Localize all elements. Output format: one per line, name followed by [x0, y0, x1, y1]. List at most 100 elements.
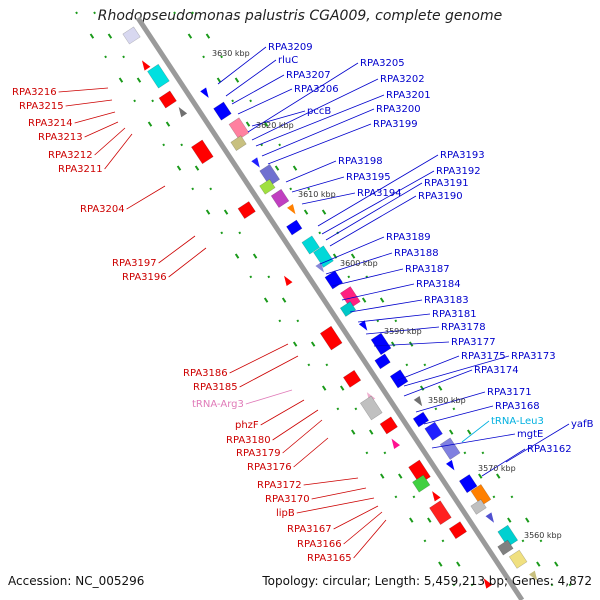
scale-tick	[423, 539, 427, 543]
gene-labels: RPA3216RPA3215RPA3214RPA3213RPA3212RPA32…	[12, 42, 594, 564]
scale-tick	[281, 297, 287, 303]
scale-tick	[176, 165, 182, 171]
accession-text: Accession: NC_005296	[8, 574, 145, 588]
scale-tick	[165, 121, 171, 127]
forward-gene	[319, 325, 343, 351]
leader-line	[291, 176, 345, 193]
forward-gene	[343, 369, 362, 388]
scale-tick	[307, 187, 311, 191]
reverse-gene-arrow	[446, 460, 455, 471]
scale-tick	[380, 473, 385, 479]
reverse-gene-arrow	[287, 203, 296, 215]
scale-tick	[274, 165, 280, 171]
reverse-gene	[370, 332, 392, 356]
leader-line	[74, 111, 116, 124]
scale-tick	[336, 407, 340, 411]
leader-line	[321, 170, 435, 235]
reverse-gene-label: tRNA-Leu3	[491, 416, 544, 427]
forward-gene-label: tRNA-Arg3	[192, 399, 244, 410]
leader-line	[225, 59, 277, 97]
leader-line	[505, 423, 570, 463]
scale-tick	[427, 517, 432, 523]
scale-tick	[507, 517, 512, 523]
scale-tick	[449, 429, 454, 435]
reverse-gene-label: RPA3193	[440, 150, 485, 161]
scale-tick	[398, 473, 403, 479]
scale-tick	[568, 583, 572, 587]
leader-line	[296, 497, 375, 514]
leader-line	[331, 268, 404, 287]
scale-tick	[350, 253, 356, 259]
reverse-gene-label: RPA3187	[405, 264, 450, 275]
kbp-label: 3580 kbp	[428, 396, 466, 405]
scale-tick	[278, 143, 282, 147]
reverse-gene	[339, 301, 357, 317]
leader-line	[229, 343, 289, 374]
forward-gene	[122, 26, 141, 45]
scale-tick	[318, 231, 322, 235]
scale-tick	[220, 55, 224, 59]
scale-tick	[223, 209, 229, 215]
reverse-gene-label: RPA3168	[495, 401, 540, 412]
forward-gene-label: RPA3180	[226, 435, 271, 446]
reverse-gene-label: RPA3205	[360, 58, 405, 69]
scale-tick	[423, 363, 427, 367]
scale-tick	[365, 451, 369, 455]
scale-tick	[351, 429, 356, 435]
forward-gene-label: RPA3166	[297, 539, 342, 550]
leader-line	[247, 62, 359, 133]
scale-tick	[118, 77, 124, 83]
scale-tick	[136, 77, 142, 83]
leader-line	[461, 420, 490, 443]
kbp-label: 3630 kbp	[212, 49, 250, 58]
forward-gene-label: RPA3186	[183, 368, 228, 379]
scale-tick	[278, 319, 282, 323]
reverse-gene-label: RPA3201	[386, 90, 431, 101]
scale-tick	[554, 561, 559, 567]
forward-gene-label: RPA3216	[12, 87, 57, 98]
leader-line	[260, 399, 305, 426]
reverse-gene-arrow	[251, 157, 260, 168]
forward-gene-label: RPA3197	[112, 258, 157, 269]
scale-tick	[521, 539, 525, 543]
reverse-gene-arrow	[413, 396, 423, 407]
scale-tick	[434, 407, 438, 411]
forward-gene-label: RPA3204	[80, 204, 125, 215]
leader-line	[239, 355, 299, 388]
forward-gene-label: RPA3176	[247, 462, 292, 473]
reverse-gene	[230, 135, 247, 151]
reverse-gene-label: RPA3177	[451, 337, 496, 348]
leader-line	[237, 88, 293, 115]
scale-tick	[231, 99, 235, 103]
forward-gene	[191, 139, 214, 165]
reverse-gene-label: RPA3199	[373, 119, 418, 130]
scale-tick	[93, 11, 96, 15]
reverse-gene-label: RPA3175	[461, 351, 506, 362]
scale-tick	[539, 539, 543, 543]
kbp-label: 3560 kbp	[524, 531, 562, 540]
leader-line	[373, 341, 450, 347]
scale-tick	[147, 121, 153, 127]
scale-tick	[307, 363, 311, 367]
scale-tick	[249, 275, 253, 279]
scale-tick	[191, 11, 194, 15]
forward-gene-label: RPA3214	[28, 118, 73, 129]
kbp-label: 3620 kbp	[256, 121, 294, 130]
scale-tick	[510, 495, 514, 499]
leader-line	[397, 355, 460, 381]
forward-gene-label: RPA3196	[122, 272, 167, 283]
leader-line	[261, 108, 375, 157]
reverse-gene-label: RPA3162	[527, 444, 572, 455]
leader-line	[285, 160, 337, 183]
scale-tick	[289, 187, 293, 191]
reverse-gene	[228, 117, 250, 140]
scale-tick	[122, 55, 126, 59]
forward-gene-arrow	[391, 438, 400, 449]
scale-tick	[89, 33, 95, 39]
scale-tick	[249, 99, 253, 103]
leader-line	[341, 283, 415, 301]
leader-line	[343, 511, 383, 545]
leader-line	[325, 182, 423, 241]
forward-gene-arrow	[284, 275, 293, 287]
